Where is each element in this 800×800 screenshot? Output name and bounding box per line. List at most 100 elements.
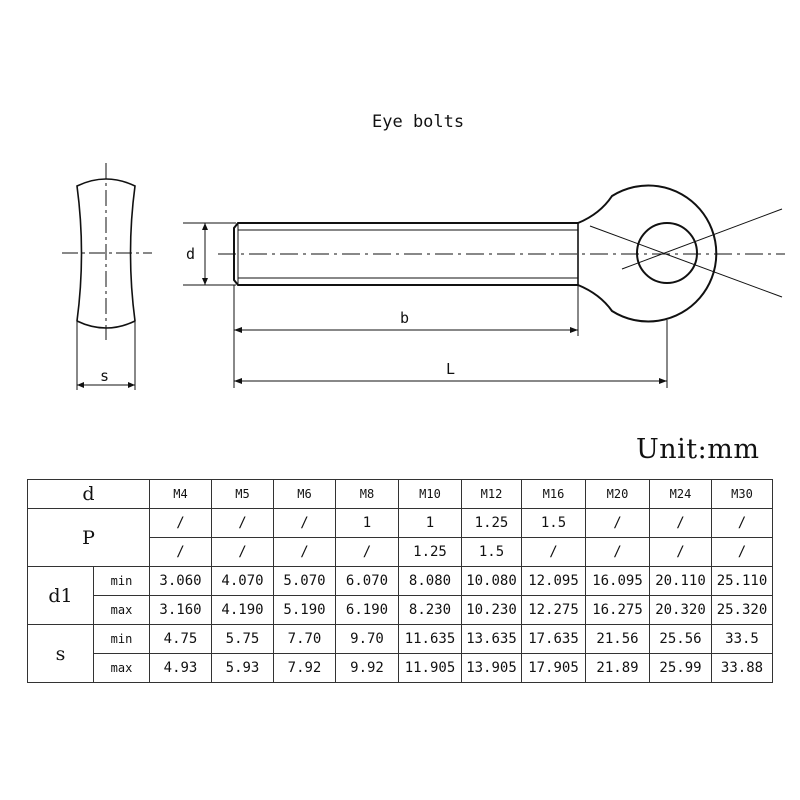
cell-sizes-m10: M10 [398,479,462,509]
b-label: b [400,309,409,327]
cell-d1-max-m6: 5.190 [273,595,336,625]
cell-s-min-m6: 7.70 [273,624,336,654]
cell-d1-min-m10: 8.080 [398,566,462,596]
cell-d1-max-m16: 12.275 [521,595,586,625]
s-max-label: max [93,653,150,683]
cell-p-row1-m5: / [211,508,274,538]
cell-d1-max-m4: 3.160 [149,595,212,625]
cell-p-row2-m16: / [521,537,586,567]
cell-s-min-m30: 33.5 [711,624,773,654]
l-arrow-left [234,378,242,384]
cell-d1-max-m5: 4.190 [211,595,274,625]
s-arrow-right [128,382,135,388]
b-arrow-right [570,327,578,333]
cell-s-min-m5: 5.75 [211,624,274,654]
cell-p-row1-m12: 1.25 [461,508,522,538]
eye-diagonal-1 [589,225,783,298]
cell-s-max-m6: 7.92 [273,653,336,683]
drawing-title: Eye bolts [372,112,464,132]
d-arrow-bottom [202,278,208,285]
cell-d1-max-m10: 8.230 [398,595,462,625]
cell-p-row1-m10: 1 [398,508,462,538]
eye-bolt-drawing: Eye bolts s [62,112,785,390]
s-label: s [100,367,109,385]
eye-diagonal-2 [621,208,783,270]
header-d-label: d [27,479,150,509]
cell-s-min-m8: 9.70 [335,624,399,654]
cell-d1-min-m20: 16.095 [585,566,650,596]
cell-sizes-m4: M4 [149,479,212,509]
cell-p-row1-m30: / [711,508,773,538]
cell-s-max-m30: 33.88 [711,653,773,683]
side-view-outline [76,178,136,329]
cell-d1-max-m8: 6.190 [335,595,399,625]
cell-s-max-m20: 21.89 [585,653,650,683]
eye-hole [636,222,698,284]
s-row-label: s [27,624,94,683]
cell-sizes-m5: M5 [211,479,274,509]
cell-s-min-m10: 11.635 [398,624,462,654]
cell-s-max-m10: 11.905 [398,653,462,683]
cell-sizes-m12: M12 [461,479,522,509]
unit-label: Unit:mm [636,434,760,465]
cell-d1-min-m24: 20.110 [649,566,712,596]
cell-s-min-m20: 21.56 [585,624,650,654]
cell-p-row1-m4: / [149,508,212,538]
cell-p-row2-m24: / [649,537,712,567]
cell-p-row2-m8: / [335,537,399,567]
cell-s-min-m16: 17.635 [521,624,586,654]
b-arrow-left [234,327,242,333]
cell-d1-min-m30: 25.110 [711,566,773,596]
cell-sizes-m30: M30 [711,479,773,509]
cell-s-min-m12: 13.635 [461,624,522,654]
cell-d1-min-m4: 3.060 [149,566,212,596]
cell-d1-min-m6: 5.070 [273,566,336,596]
cell-p-row1-m6: / [273,508,336,538]
cell-sizes-m24: M24 [649,479,712,509]
cell-s-max-m4: 4.93 [149,653,212,683]
cell-d1-min-m5: 4.070 [211,566,274,596]
p-label: P [27,508,150,567]
cell-p-row1-m16: 1.5 [521,508,586,538]
cell-d1-max-m30: 25.320 [711,595,773,625]
cell-p-row1-m24: / [649,508,712,538]
l-label: L [446,360,455,378]
cell-p-row2-m6: / [273,537,336,567]
cell-d1-min-m8: 6.070 [335,566,399,596]
cell-p-row1-m20: / [585,508,650,538]
front-view [183,184,785,388]
cell-d1-max-m20: 16.275 [585,595,650,625]
cell-d1-min-m12: 10.080 [461,566,522,596]
cell-p-row2-m10: 1.25 [398,537,462,567]
cell-s-min-m24: 25.56 [649,624,712,654]
d1-max-label: max [93,595,150,625]
cell-d1-max-m24: 20.320 [649,595,712,625]
cell-sizes-m20: M20 [585,479,650,509]
cell-s-min-m4: 4.75 [149,624,212,654]
cell-s-max-m16: 17.905 [521,653,586,683]
cell-d1-min-m16: 12.095 [521,566,586,596]
cell-p-row2-m5: / [211,537,274,567]
l-arrow-right [659,378,667,384]
cell-sizes-m16: M16 [521,479,586,509]
side-view [62,163,152,390]
cell-s-max-m12: 13.905 [461,653,522,683]
s-arrow-left [77,382,84,388]
cell-p-row2-m4: / [149,537,212,567]
cell-sizes-m8: M8 [335,479,399,509]
s-min-label: min [93,624,150,654]
cell-s-max-m8: 9.92 [335,653,399,683]
cell-d1-max-m12: 10.230 [461,595,522,625]
cell-p-row2-m30: / [711,537,773,567]
cell-p-row2-m20: / [585,537,650,567]
d1-min-label: min [93,566,150,596]
d-arrow-top [202,223,208,230]
cell-sizes-m6: M6 [273,479,336,509]
